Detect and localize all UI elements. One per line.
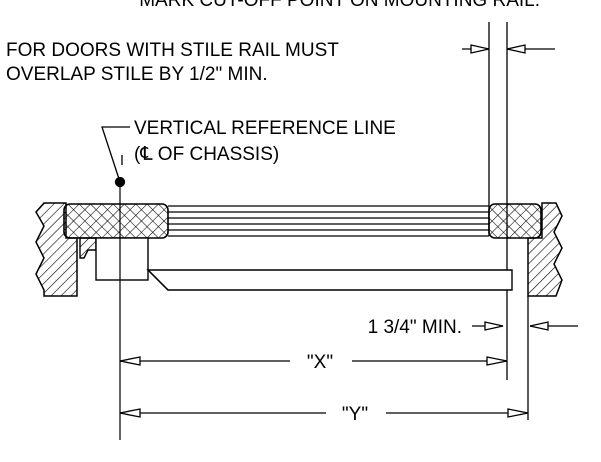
stile-overlap-dimension	[462, 22, 555, 380]
vertical-reference-label-line1: VERTICAL REFERENCE LINE	[134, 118, 396, 139]
y-dimension-label: "Y"	[342, 404, 368, 425]
door-panel	[168, 205, 489, 237]
x-dimension-arrows	[119, 356, 508, 366]
right-stile	[488, 203, 542, 239]
left-jamb	[35, 202, 78, 297]
vertical-reference-leader	[101, 126, 130, 188]
left-stile	[63, 203, 169, 239]
min-dimension-arrows	[472, 296, 578, 420]
mounting-rail	[79, 237, 513, 291]
stile-note-line1: FOR DOORS WITH STILE RAIL MUST	[6, 40, 339, 61]
stile-note-line2: OVERLAP STILE BY 1/2" MIN.	[6, 64, 268, 85]
x-dimension-label: "X"	[307, 352, 333, 373]
min-dimension-label: 1 3/4" MIN.	[368, 317, 462, 338]
vertical-reference-label-line2: (℄ OF CHASSIS)	[134, 144, 279, 165]
top-cut-label: MARK CUT-OFF POINT ON MOUNTING RAIL.	[139, 0, 540, 11]
y-dimension-arrows	[119, 408, 529, 418]
